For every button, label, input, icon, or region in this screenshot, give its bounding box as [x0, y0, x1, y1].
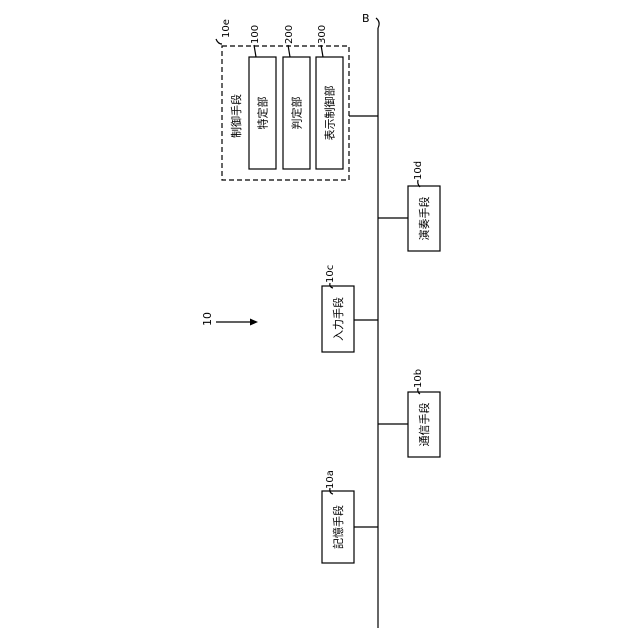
identification-unit-ref: 100: [250, 25, 261, 44]
control-ref-leader: [216, 39, 222, 44]
storage-label: 記憶手段: [331, 505, 345, 549]
display-control-unit-ref: 300: [317, 25, 328, 44]
communication-ref: 10b: [413, 369, 424, 388]
performance-ref: 10d: [413, 161, 424, 180]
judgment-unit-leader: [288, 45, 290, 57]
system-ref-label: 10: [201, 312, 214, 326]
judgment-unit-ref: 200: [284, 25, 295, 44]
display-control-unit-leader: [321, 45, 323, 57]
input-ref: 10c: [325, 265, 336, 283]
identification-unit-label: 特定部: [256, 97, 270, 130]
control-label: 制御手段: [229, 94, 243, 138]
performance-label: 演奏手段: [417, 197, 431, 241]
bus-label: B: [362, 12, 370, 25]
bus-leader: [376, 18, 379, 28]
communication-label: 通信手段: [417, 403, 431, 447]
input-label: 入力手段: [331, 297, 345, 341]
judgment-unit-label: 判定部: [290, 97, 304, 130]
system-ref-arrowhead: [250, 319, 258, 326]
control-ref: 10e: [221, 19, 232, 38]
storage-ref: 10a: [325, 470, 336, 489]
identification-unit-leader: [254, 45, 256, 57]
display-control-unit-label: 表示制御部: [323, 86, 337, 141]
